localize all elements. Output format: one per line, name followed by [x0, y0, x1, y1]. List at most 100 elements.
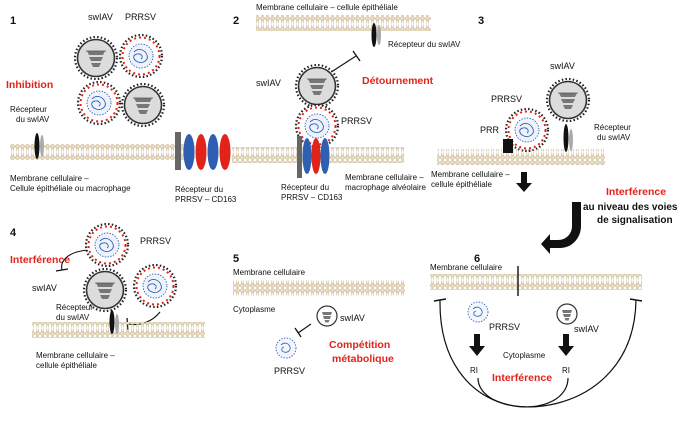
- interference-description: au niveau des voies: [583, 202, 678, 213]
- ri-label: RI: [562, 366, 570, 375]
- cd163-receptor: [207, 134, 219, 170]
- prrsv-virion: [132, 263, 178, 309]
- membrane-label: Membrane cellulaire –: [10, 174, 89, 183]
- mechanism-interference-signalling: Interférence: [606, 186, 666, 198]
- swiav-receptor: [34, 133, 40, 159]
- inhibition-bar: [433, 298, 447, 302]
- prrsv-virion: [76, 80, 122, 126]
- swiav-virion: [294, 63, 340, 109]
- swiav-receptor: [115, 314, 119, 334]
- swiav-receptor: [371, 23, 377, 47]
- receptor-swiav-label: Récepteur: [10, 105, 47, 114]
- swiav-virion: [73, 35, 119, 81]
- prrsv-virion: [118, 33, 164, 79]
- swiav-intracellular: [556, 303, 578, 325]
- receptor-swiav-label: Récepteur: [56, 303, 93, 312]
- cd163-receptor: [195, 134, 207, 170]
- inhibition-bar: [629, 298, 643, 302]
- swiav-virion: [120, 82, 166, 128]
- swiav-label: swIAV: [256, 78, 281, 88]
- swiav-label: swIAV: [32, 283, 57, 293]
- panel-3: 3 swIAV PRRSV PRR Récepteur du swIAV Mem…: [431, 15, 678, 254]
- prrsv-label: PRRSV: [491, 94, 522, 104]
- swiav-label: swIAV: [88, 12, 113, 22]
- prr-label: PRR: [480, 125, 500, 135]
- panel-6: 6 Membrane cellulaire PRRSV swIAV Cytopl…: [430, 253, 643, 408]
- membrane-label: macrophage alvéolaire: [345, 183, 426, 192]
- inhibition-line: [61, 249, 89, 271]
- swiav-label: swIAV: [550, 61, 575, 71]
- swiav-receptor: [40, 135, 44, 157]
- prrsv-label: PRRSV: [341, 116, 372, 126]
- cd163-receptor-stem: [297, 136, 302, 178]
- interference-description: de signalisation: [597, 215, 673, 226]
- prr-receptor: [503, 139, 513, 153]
- membrane-label: cellule épithéliale: [431, 180, 492, 189]
- mechanism-inhibition: Inhibition: [6, 79, 53, 91]
- prrsv-label: PRRSV: [489, 322, 520, 332]
- membrane-label: Membrane cellulaire –: [36, 351, 115, 360]
- panel-1: 1 swIAV PRRSV Inhibition Récepteur du sw…: [6, 12, 237, 204]
- membrane-label: Membrane cellulaire: [233, 268, 306, 277]
- panel-number-6: 6: [474, 253, 480, 265]
- membrane-label: Membrane cellulaire –: [345, 173, 424, 182]
- membrane-label: Membrane cellulaire –: [431, 170, 510, 179]
- inhibition-bar: [55, 268, 69, 272]
- cell-membrane: [233, 280, 405, 296]
- swiav-intracellular: [316, 305, 338, 327]
- swiav-label: swIAV: [340, 313, 365, 323]
- mechanism-detournement: Détournement: [362, 75, 434, 87]
- inhibition-arc: [477, 299, 637, 408]
- receptor-prrsv-label: Récepteur du: [175, 185, 223, 194]
- cd163-receptor: [320, 138, 330, 174]
- panel-5: 5 Membrane cellulaire Cytoplasme swIAV P…: [233, 253, 405, 376]
- inhibition-bar: [352, 50, 361, 62]
- arrow-down: [516, 172, 532, 192]
- receptor-swiav-label: Récepteur: [594, 123, 631, 132]
- cell-membrane: [430, 274, 642, 290]
- prrsv-virion: [84, 222, 130, 268]
- inhibition-line: [297, 323, 312, 334]
- cell-membrane: [256, 15, 431, 31]
- panel-number-5: 5: [233, 253, 239, 265]
- panel-number-3: 3: [478, 15, 484, 27]
- cytoplasm-label: Cytoplasme: [503, 351, 546, 360]
- membrane-top-label: Membrane cellulaire – cellule épithélial…: [256, 3, 398, 12]
- swiav-label: swIAV: [574, 324, 599, 334]
- prrsv-label: PRRSV: [274, 366, 305, 376]
- mechanism-interference: Interférence: [492, 372, 552, 384]
- receptor-prrsv-label: Récepteur du: [281, 183, 329, 192]
- receptor-swiav-label: du swIAV: [16, 115, 50, 124]
- prrsv-label: PRRSV: [125, 12, 156, 22]
- panel-2: 2 Membrane cellulaire – cellule épithéli…: [232, 3, 461, 202]
- mechanism-interference: Interférence: [10, 254, 70, 266]
- cell-membrane: [10, 144, 195, 160]
- panel-number-4: 4: [10, 227, 17, 239]
- mechanism-competition: Compétition: [329, 339, 390, 351]
- panel-4: 4 Interférence PRRSV swIAV Récepteur du …: [10, 222, 205, 370]
- cd163-receptor: [302, 138, 312, 174]
- cd163-receptor: [183, 134, 195, 170]
- cytoplasm-label: Cytoplasme: [233, 305, 276, 314]
- panel-number-1: 1: [10, 15, 16, 27]
- prrsv-intracellular: [467, 301, 489, 323]
- swiav-receptor: [563, 124, 569, 152]
- swiav-receptor: [109, 310, 115, 334]
- arrow-down: [469, 334, 485, 356]
- inhibition-bar: [294, 327, 302, 338]
- prrsv-label: PRRSV: [140, 236, 171, 246]
- prrsv-intracellular: [275, 337, 297, 359]
- ri-label: RI: [470, 366, 478, 375]
- swiav-virion: [545, 77, 591, 123]
- curved-arrow: [541, 202, 581, 254]
- cell-membrane: [437, 149, 605, 165]
- cd163-receptor: [311, 138, 321, 174]
- inhibition-arc: [439, 299, 569, 408]
- swiav-receptor: [569, 129, 573, 151]
- receptor-prrsv-label: PRRSV – CD163: [281, 193, 343, 202]
- receptor-swiav-label: du swIAV: [597, 133, 631, 142]
- receptor-swiav-label: Récepteur du swIAV: [388, 40, 461, 49]
- cd163-receptor-stem: [175, 132, 181, 170]
- panel-number-2: 2: [233, 15, 239, 27]
- mechanism-competition: métabolique: [332, 353, 394, 365]
